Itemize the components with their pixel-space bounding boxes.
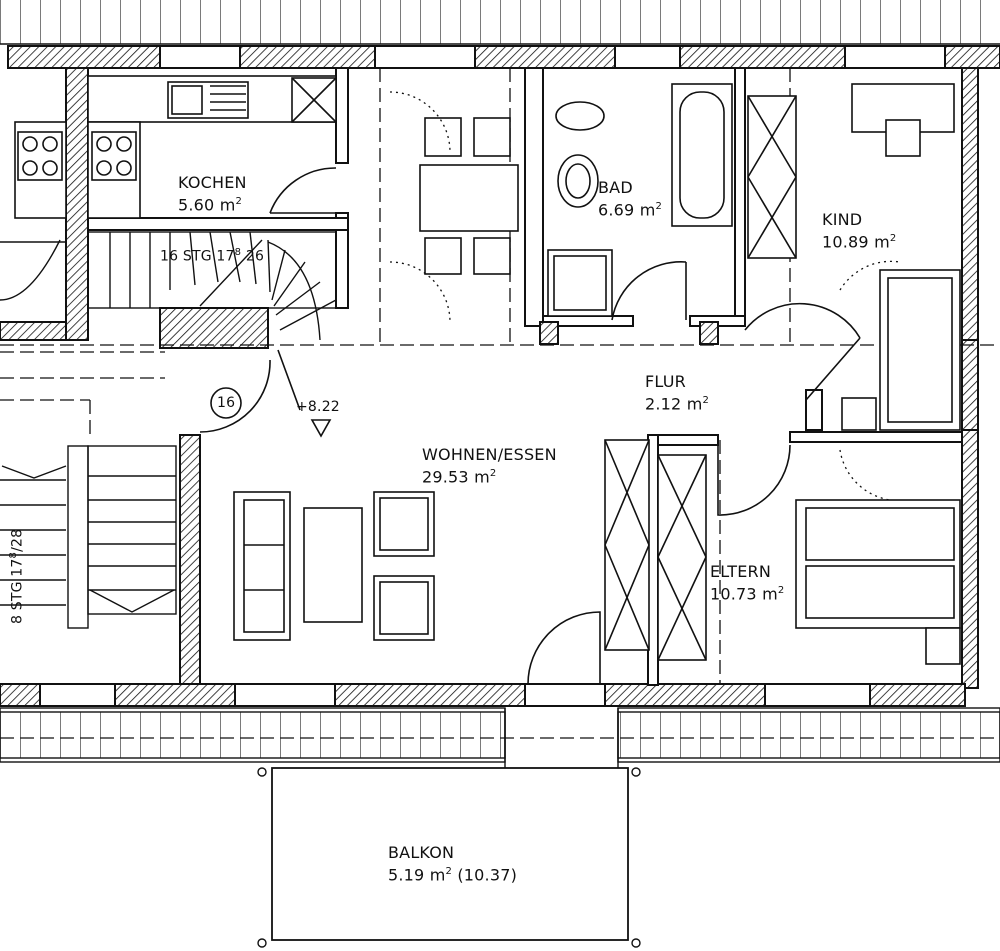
- bathroom-fixtures: [547, 83, 797, 317]
- dining-furniture: [419, 117, 519, 275]
- upper-stair-label: 16 STG 178 26: [160, 243, 264, 267]
- kind-label: KIND 10.89 m2: [822, 210, 896, 251]
- living-furniture: [233, 491, 435, 641]
- roof-tiles-top: [0, 0, 1000, 45]
- stair-number: 16: [217, 395, 236, 411]
- left-stair-sup: 8: [8, 551, 19, 559]
- eltern-label: ELTERN 10.73 m2: [710, 562, 784, 603]
- interior-walls: [87, 67, 979, 686]
- left-stair-text: 8 STG 17: [9, 558, 26, 624]
- exterior-walls: [0, 45, 1000, 707]
- kind-area: 10.89 m: [822, 232, 890, 252]
- balcony: [0, 707, 1000, 948]
- kochen-area: 5.60 m: [178, 195, 236, 215]
- wohnen-label: WOHNEN/ESSEN 29.53 m2: [422, 445, 557, 486]
- kochen-area-sup: 2: [235, 196, 243, 207]
- flur-area: 2.12 m: [645, 394, 703, 414]
- bad-area: 6.69 m: [598, 200, 656, 220]
- dotted-arcs: [389, 91, 901, 501]
- stair-marker: [210, 349, 332, 438]
- eltern-area-sup: 2: [777, 585, 785, 596]
- bad-area-sup: 2: [655, 201, 663, 212]
- kind-furniture: [841, 83, 961, 431]
- level-label: +8.22: [296, 399, 340, 415]
- eltern-area: 10.73 m: [710, 584, 778, 604]
- eltern-name: ELTERN: [710, 562, 771, 581]
- double-bed: [795, 499, 961, 665]
- upper-staircase: [87, 231, 337, 341]
- wohnen-area-sup: 2: [489, 468, 497, 479]
- balkon-area: 5.19 m: [388, 865, 446, 885]
- kind-name: KIND: [822, 210, 863, 229]
- flur-label: FLUR 2.12 m2: [645, 372, 709, 413]
- door-swings: [199, 167, 861, 685]
- wohnen-name: WOHNEN/ESSEN: [422, 445, 557, 464]
- bad-label: BAD 6.69 m2: [598, 178, 662, 219]
- left-stair-label: 8 STG 178/28: [4, 529, 28, 624]
- flur-area-sup: 2: [702, 395, 710, 406]
- upper-stair-sup: 8: [234, 247, 242, 258]
- balkon-name: BALKON: [388, 843, 455, 862]
- left-staircase: [0, 239, 177, 629]
- kochen-name: KOCHEN: [178, 173, 247, 192]
- left-stair-end: /28: [9, 528, 26, 552]
- balkon-extra: (10.37): [457, 865, 518, 885]
- upper-stair-end: 26: [245, 248, 265, 265]
- wardrobes: [604, 439, 707, 661]
- balkon-area-sup: 2: [445, 866, 453, 877]
- kitchen-fixtures: [14, 75, 337, 219]
- bad-name: BAD: [598, 178, 633, 197]
- kind-area-sup: 2: [889, 233, 897, 244]
- upper-stair-text: 16 STG 17: [160, 248, 235, 265]
- kochen-label: KOCHEN 5.60 m2: [178, 173, 247, 214]
- flur-name: FLUR: [645, 372, 686, 391]
- balkon-label: BALKON 5.19 m2 (10.37): [388, 843, 517, 884]
- wohnen-area: 29.53 m: [422, 467, 490, 487]
